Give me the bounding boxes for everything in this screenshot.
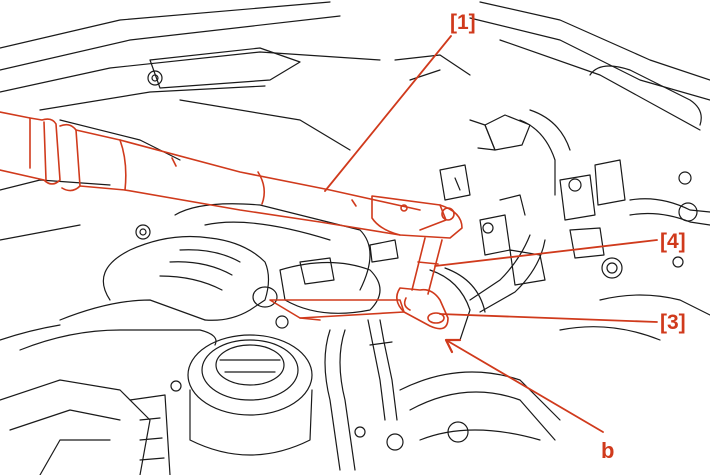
leader-lines xyxy=(324,35,658,433)
leader-line-3 xyxy=(439,313,658,323)
callout-label-b: b xyxy=(601,438,615,463)
leader-line-1 xyxy=(324,35,452,192)
callout-label-4: [4] xyxy=(660,230,686,253)
callout-label-3: [3] xyxy=(660,311,686,334)
callout-label-1: [1] xyxy=(450,11,476,34)
torque-wrench xyxy=(0,111,463,330)
leader-arrowhead-b xyxy=(444,338,462,354)
leader-line-4 xyxy=(434,239,658,267)
leader-line-b xyxy=(445,339,604,433)
